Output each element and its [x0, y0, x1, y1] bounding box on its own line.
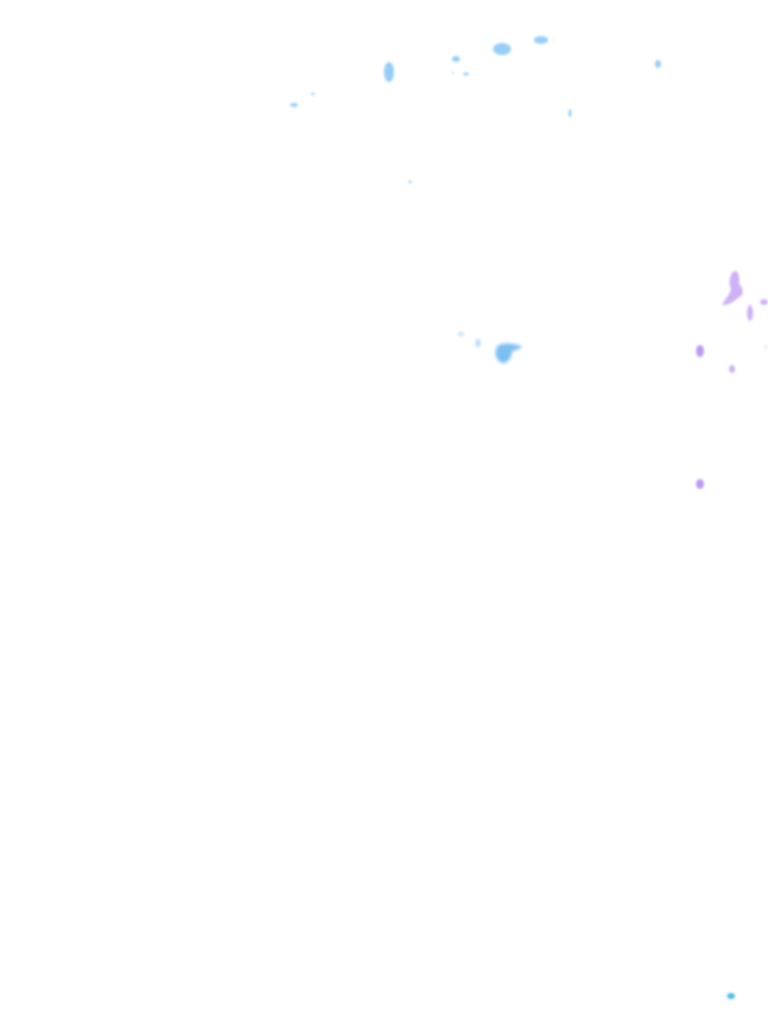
- purple-splatter-group: [696, 271, 768, 489]
- purple-splatter: [765, 346, 767, 348]
- blue-splatter: [452, 56, 460, 62]
- blue-splatter: [452, 72, 454, 74]
- blue-splatter: [534, 36, 548, 44]
- blue-splatter-top-group: [290, 36, 661, 184]
- cyan-splatter: [727, 993, 735, 999]
- cyan-splatter-group: [727, 993, 735, 999]
- blue-splatter: [463, 72, 469, 76]
- blue-splatter: [493, 43, 511, 55]
- purple-splatter: [722, 271, 743, 306]
- purple-splatter: [729, 365, 735, 373]
- purple-splatter: [760, 299, 768, 305]
- blue-splatter: [476, 339, 480, 347]
- blue-splatter: [458, 332, 464, 336]
- blue-splatter-middle-group: [458, 332, 522, 364]
- blue-splatter: [408, 180, 412, 184]
- blue-splatter: [655, 60, 661, 68]
- blue-splatter: [495, 343, 522, 364]
- blue-splatter: [311, 92, 315, 96]
- blue-splatter: [290, 103, 298, 107]
- blue-splatter: [568, 109, 572, 117]
- purple-splatter: [696, 479, 704, 489]
- purple-splatter: [747, 305, 753, 321]
- purple-splatter: [696, 345, 704, 357]
- blue-splatter: [384, 62, 394, 82]
